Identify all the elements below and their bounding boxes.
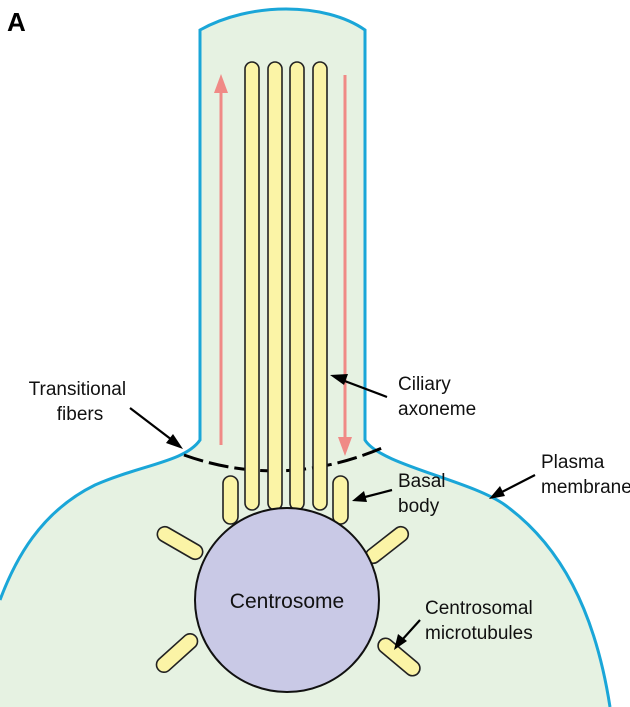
transitional-fibers-pointer: [129, 407, 183, 449]
basal-body: [222, 475, 349, 525]
centrosomal-microtubule: [156, 525, 204, 561]
centrosomal-microtubule: [377, 637, 421, 677]
basal-body-microtubule: [222, 475, 239, 525]
basal-body-microtubule: [332, 475, 349, 525]
basal-body-pointer: [352, 488, 393, 502]
ciliary-axoneme-label: Ciliary axoneme: [398, 374, 476, 420]
transitional-fibers-label: Transitional fibers: [29, 379, 132, 425]
plasma-membrane-label: Plasma membrane: [541, 452, 630, 498]
basal-body-label: Basal body: [398, 471, 451, 517]
axoneme-microtubule: [289, 61, 305, 511]
centrosomal-microtubules-pointer: [394, 619, 421, 650]
centrosomal-microtubules: [155, 525, 421, 677]
retrograde-arrow-head: [338, 437, 352, 456]
centrosome: [194, 507, 380, 693]
centrosomal-microtubule: [155, 632, 199, 674]
plasma-membrane-pointer: [489, 474, 536, 499]
plasma-membrane-line: [0, 7, 612, 707]
centrosome-label: Centrosome: [230, 590, 344, 613]
panel-letter: A: [7, 7, 26, 37]
centrosomal-microtubules-label: Centrosomal microtubules: [425, 598, 538, 644]
axoneme-microtubule: [312, 61, 328, 511]
ciliary-axoneme-pointer: [330, 374, 388, 399]
axoneme-microtubule: [244, 61, 260, 511]
anterograde-arrow-head: [214, 74, 228, 93]
axoneme-microtubule: [267, 61, 283, 511]
plasma-membrane-outline: [0, 9, 610, 707]
ciliary-axoneme: [244, 61, 328, 511]
